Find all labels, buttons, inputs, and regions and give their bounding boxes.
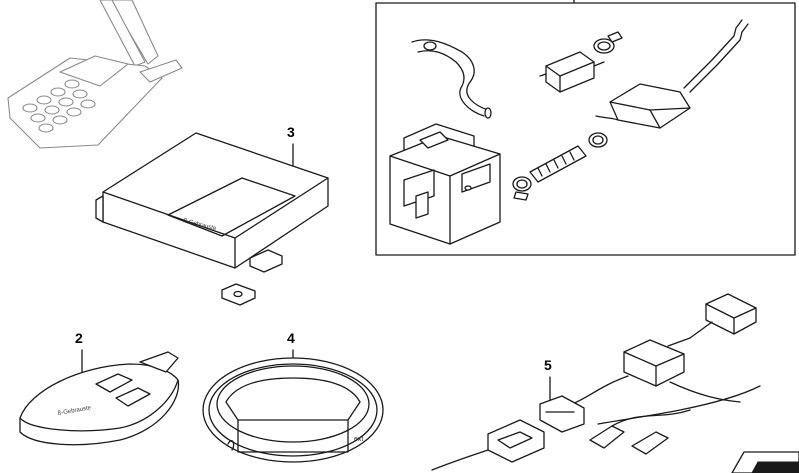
sheet-corner-marker bbox=[731, 451, 799, 473]
antenna-marking: ext bbox=[354, 436, 363, 443]
heater-kit-box bbox=[375, 0, 796, 256]
remote-brand: ß-Gebrauste bbox=[57, 405, 92, 417]
callout-5: 5 bbox=[544, 357, 552, 373]
callout-4: 4 bbox=[287, 330, 295, 346]
part-3-control-unit: 3 ß-Gebrauste bbox=[95, 124, 329, 306]
hose-pipe-icon bbox=[411, 39, 492, 119]
fuel-pump-icon bbox=[539, 51, 605, 93]
part-4-antenna: 4 ext bbox=[202, 330, 384, 463]
callout-2: 2 bbox=[75, 330, 83, 346]
part-2-remote-control: 2 ß-Gebrauste bbox=[19, 330, 180, 446]
flex-tube-icon bbox=[529, 145, 587, 183]
hose-clamp-icon bbox=[512, 132, 608, 201]
pipe-clamp-icon bbox=[593, 31, 623, 54]
keypad-icon bbox=[22, 79, 96, 133]
heater-unit-icon bbox=[389, 123, 501, 245]
callout-3: 3 bbox=[287, 124, 295, 140]
part-5-diagnostic-cable: 5 bbox=[431, 293, 761, 471]
exhaust-silencer-icon bbox=[595, 19, 749, 129]
mobile-phone-illustration bbox=[7, 0, 183, 149]
